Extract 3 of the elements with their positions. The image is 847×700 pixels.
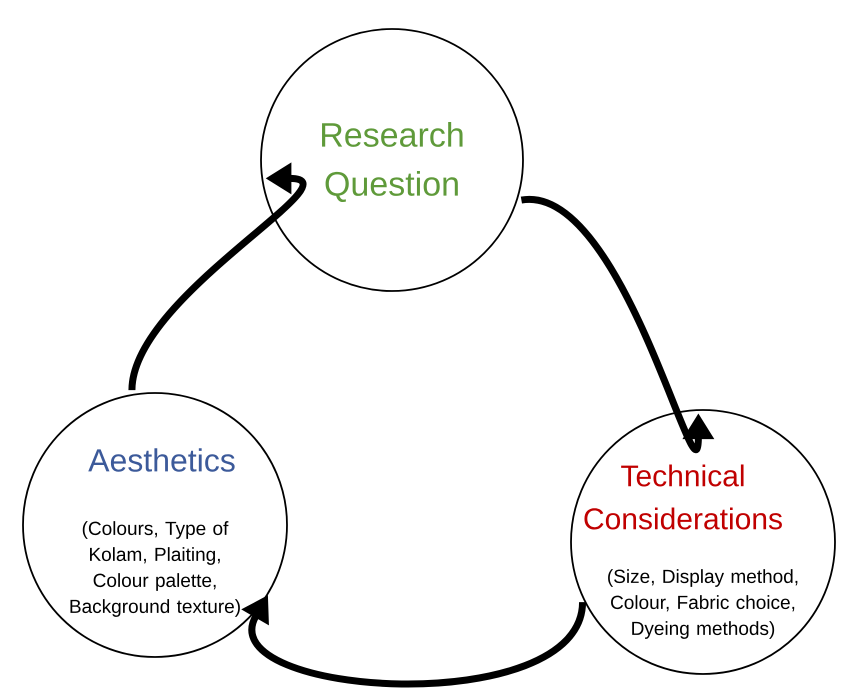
circle-node: Research Question <box>260 28 524 292</box>
circle-node: Technical Considerations (Size, Display method, Colour, Fabric choice, Dyeing methods) <box>570 409 836 675</box>
circle-node: Aesthetics (Colours, Type of Kolam, Plaiting, Colour palette, Background texture) <box>22 392 288 658</box>
